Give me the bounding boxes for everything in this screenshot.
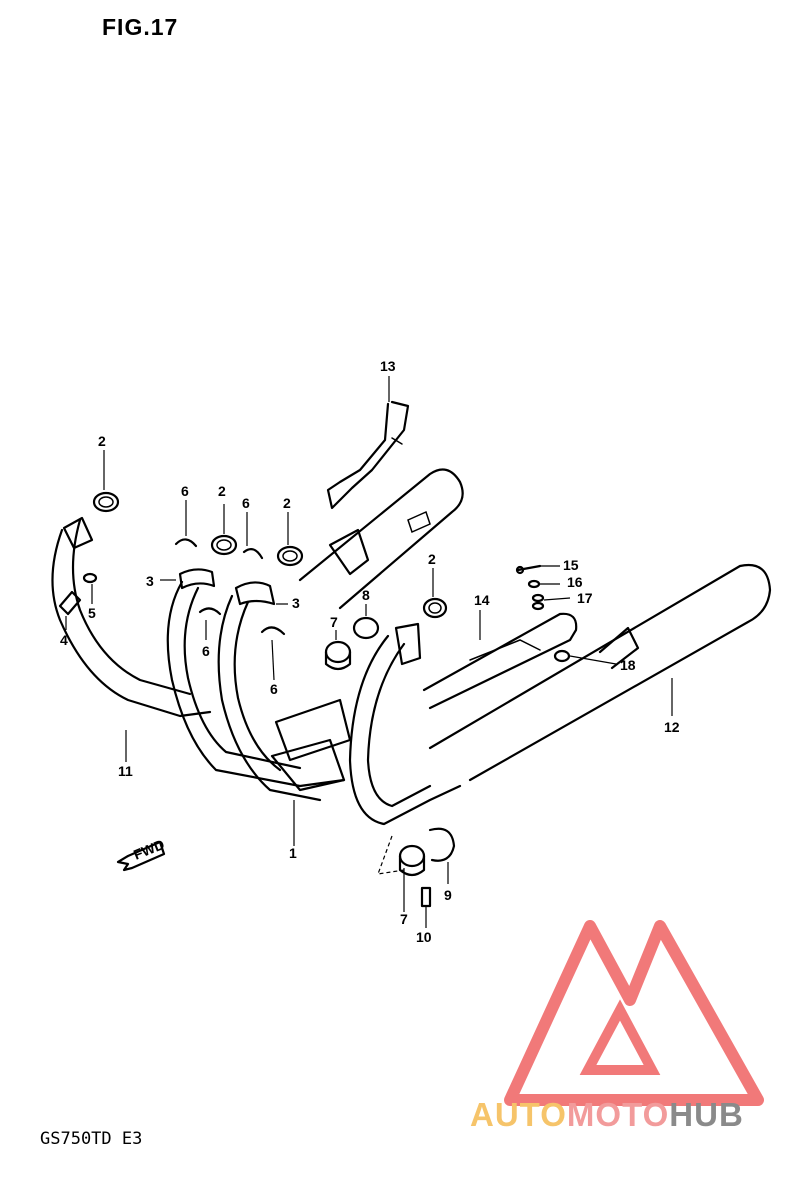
callout-7: 7 xyxy=(400,911,408,927)
clamp-3-left xyxy=(178,568,216,590)
connecting-pipe-14 xyxy=(422,612,578,710)
exhaust-pipe-right xyxy=(348,622,462,826)
callout-8: 8 xyxy=(362,587,370,603)
callout-2: 2 xyxy=(218,483,226,499)
seal-18 xyxy=(553,649,571,663)
automotohub-watermark: AUTOMOTOHUB xyxy=(470,920,800,1140)
callout-10: 10 xyxy=(416,929,432,945)
gasket-2-right xyxy=(422,597,448,619)
gasket-2-mid-left xyxy=(210,534,238,556)
bolt-15 xyxy=(515,564,542,575)
callout-5: 5 xyxy=(88,605,96,621)
bolt-10 xyxy=(420,886,432,908)
callout-3: 3 xyxy=(146,573,154,589)
retainer-6-a xyxy=(174,538,198,548)
callout-12: 12 xyxy=(664,719,680,735)
callout-4: 4 xyxy=(60,632,68,648)
callout-labels: 13 2 6 2 6 2 2 15 16 17 14 18 3 3 5 4 6 … xyxy=(60,358,680,945)
callout-1: 1 xyxy=(289,845,297,861)
watermark-triangle-logo xyxy=(504,920,764,1106)
callout-2: 2 xyxy=(98,433,106,449)
exhaust-pipe-11 xyxy=(51,516,212,718)
callout-13: 13 xyxy=(380,358,396,374)
washer-16 xyxy=(527,579,541,589)
callout-11: 11 xyxy=(118,763,133,779)
retainer-6-d xyxy=(260,626,286,636)
retainer-6-b xyxy=(242,548,264,560)
callout-6: 6 xyxy=(242,495,250,511)
figure-title: FIG.17 xyxy=(102,14,179,40)
callout-3: 3 xyxy=(292,595,300,611)
gasket-2-mid xyxy=(276,545,304,567)
wordmark-moto: MOTO xyxy=(566,1096,670,1133)
forward-direction-marker: FWD xyxy=(116,836,167,872)
callout-15: 15 xyxy=(563,557,579,573)
seal-7-lower xyxy=(398,844,426,877)
clamp-9 xyxy=(428,827,456,862)
callout-6: 6 xyxy=(270,681,278,697)
clamp-3-right xyxy=(234,581,276,606)
gasket-2-left xyxy=(92,491,120,513)
callout-7: 7 xyxy=(330,614,338,630)
washer-5 xyxy=(82,572,98,584)
callout-16: 16 xyxy=(567,574,583,590)
callout-14: 14 xyxy=(474,592,490,608)
callout-18: 18 xyxy=(620,657,636,673)
clamp-8 xyxy=(352,616,380,640)
seal-7-upper xyxy=(324,640,352,671)
fwd-label: FWD xyxy=(131,836,167,863)
callout-2: 2 xyxy=(283,495,291,511)
left-muffler xyxy=(298,468,464,610)
wordmark-hub: HUB xyxy=(669,1096,744,1133)
model-code: GS750TD E3 xyxy=(40,1129,143,1149)
callout-9: 9 xyxy=(444,887,452,903)
callout-17: 17 xyxy=(577,590,593,606)
watermark-wordmark: AUTOMOTOHUB xyxy=(470,1096,744,1134)
wordmark-auto: AUTO xyxy=(470,1096,567,1133)
stud-4 xyxy=(58,590,82,616)
callout-6: 6 xyxy=(202,643,210,659)
callout-6: 6 xyxy=(181,483,189,499)
callout-2: 2 xyxy=(428,551,436,567)
muffler-bracket-13 xyxy=(326,400,410,510)
retainer-6-c xyxy=(198,607,222,616)
washer-17 xyxy=(531,593,545,611)
leader-lines xyxy=(65,376,673,928)
right-muffler-12 xyxy=(428,563,772,782)
exhaust-pipe-1 xyxy=(166,580,352,802)
